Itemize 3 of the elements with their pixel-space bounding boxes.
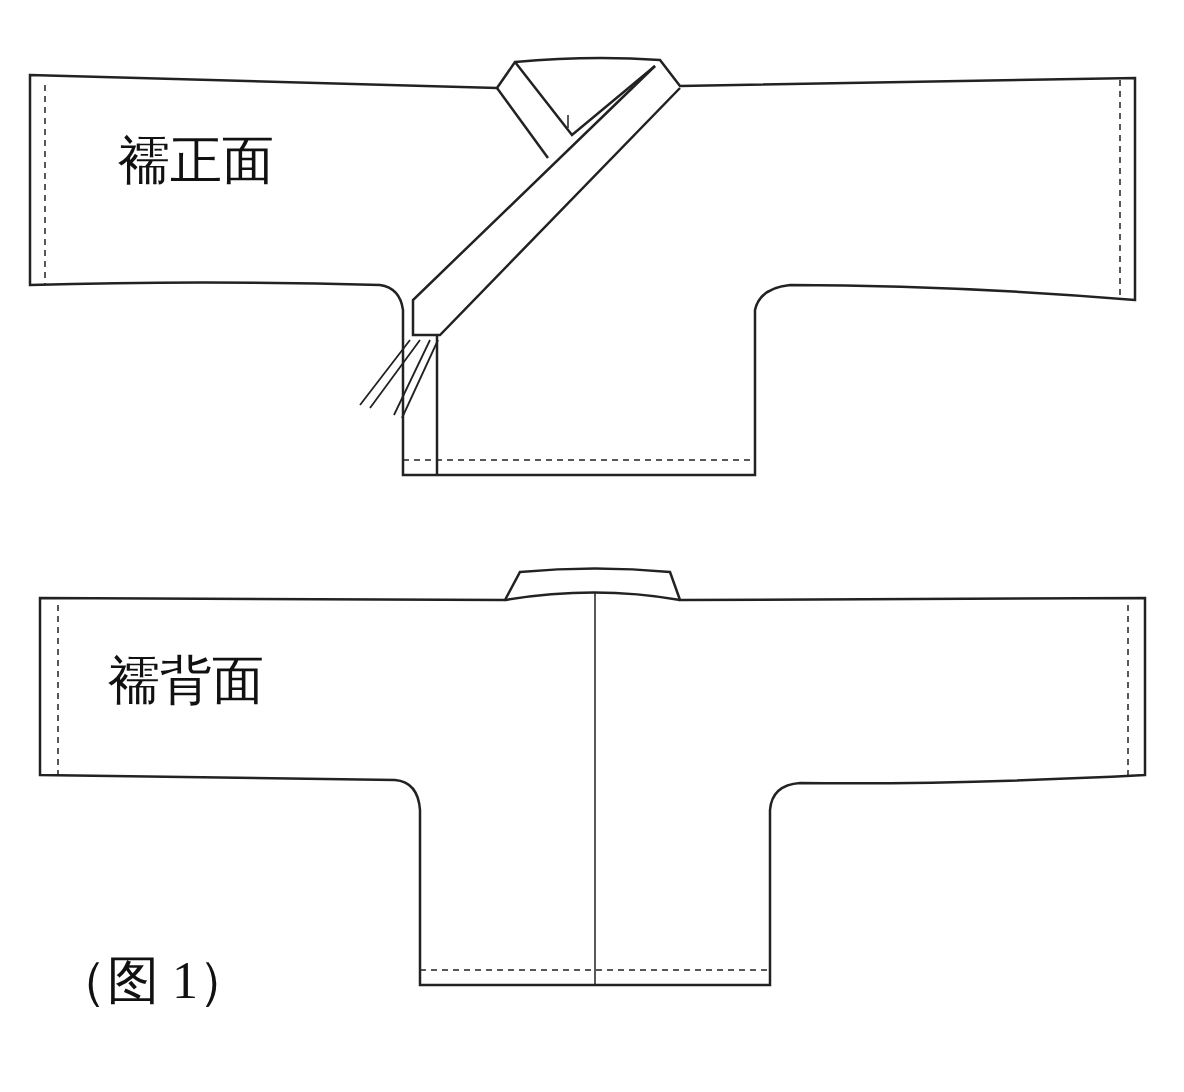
figure-number: （图 1） xyxy=(55,955,250,1007)
view-label: 襦正面 xyxy=(118,135,274,187)
view-label: 襦背面 xyxy=(108,655,264,707)
